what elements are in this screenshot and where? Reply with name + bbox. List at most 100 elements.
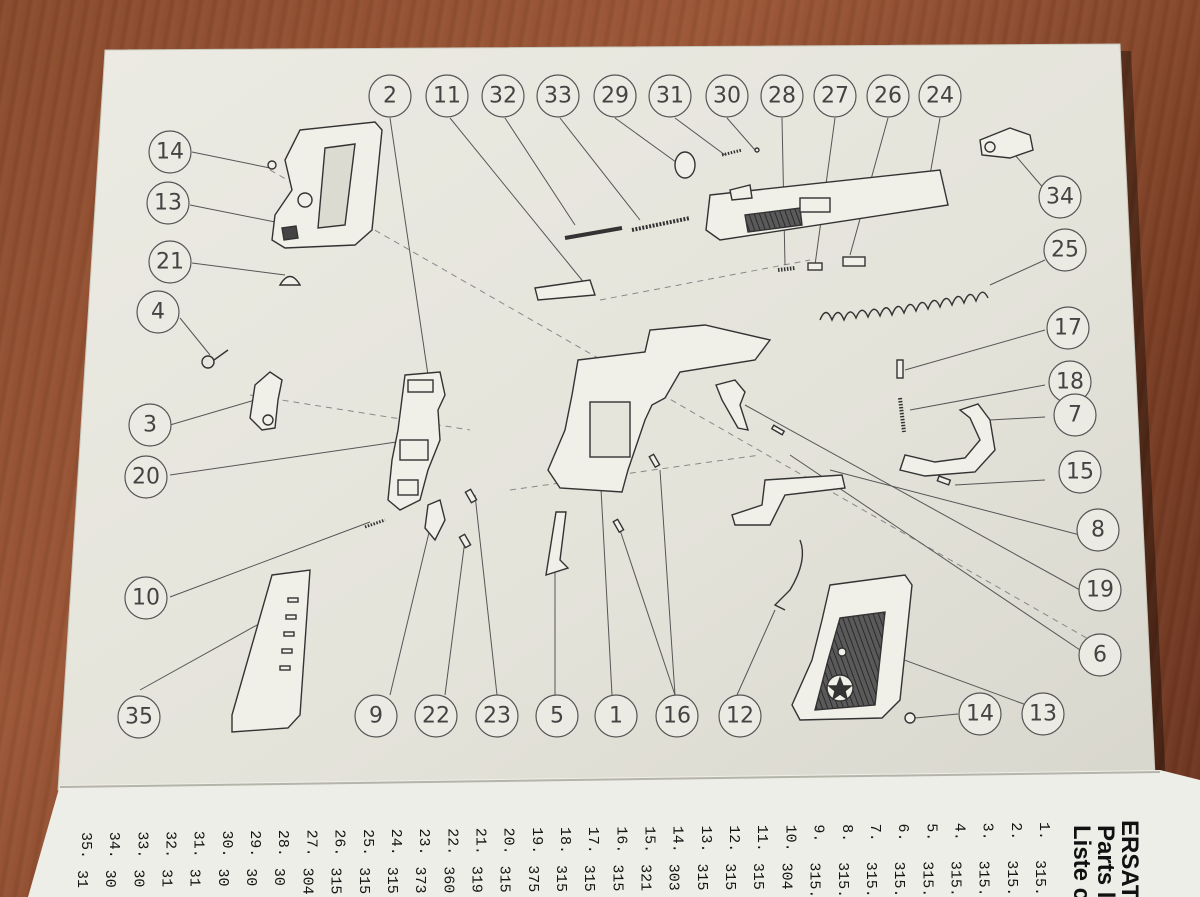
parts-list-code: 31: [73, 870, 90, 888]
callout-label: 20: [132, 465, 160, 490]
part-33-spring: [631, 216, 691, 232]
callout-label: 14: [156, 140, 184, 165]
callout-circle: [124, 455, 168, 499]
callout-circle: [535, 694, 579, 738]
callout-label: 4: [151, 300, 165, 325]
callout-circle: [148, 130, 192, 174]
parts-list-number: 17.: [584, 827, 601, 854]
parts-list-code: 315.: [806, 862, 823, 897]
callout-circle: [594, 694, 638, 738]
callout-label: 26: [874, 84, 902, 109]
part-4-spring: [201, 349, 229, 369]
parts-list-code: 315: [580, 865, 597, 892]
callout-label: 6: [1093, 643, 1107, 668]
callout-circle: [425, 74, 469, 118]
callout-label: 34: [1046, 185, 1074, 210]
callout-label: 19: [1086, 578, 1114, 603]
part-17-pin: [896, 359, 904, 379]
part-27-plunger: [807, 262, 823, 271]
parts-list-code: 315.: [834, 862, 851, 897]
part-26-block: [842, 256, 866, 267]
heading-line: ERSAT: [1116, 820, 1143, 897]
callout-circle: [705, 74, 749, 118]
parts-list-number: 28.: [274, 830, 291, 857]
callout-circle: [958, 692, 1002, 736]
callout-circle: [718, 694, 762, 738]
parts-list-number: 22.: [443, 828, 460, 855]
parts-list-number: 5.: [922, 823, 939, 841]
callout-circle: [481, 74, 525, 118]
parts-list-number: 20.: [500, 828, 517, 855]
callout-circle: [648, 74, 692, 118]
part-8-sear: [715, 379, 750, 431]
parts-list-code: 315: [383, 867, 400, 894]
part-32-pin: [564, 226, 623, 240]
callout-circle: [866, 74, 910, 118]
parts-list-number: 15.: [641, 826, 658, 853]
part-16-pins: [612, 453, 661, 534]
parts-list-code: 315: [552, 865, 569, 892]
heading-line: Liste c: [1068, 825, 1095, 897]
part-29-safety: [674, 151, 696, 179]
parts-list-code: 373: [411, 867, 428, 894]
parts-list-code: 30: [129, 869, 146, 887]
parts-list-number: 32.: [162, 831, 179, 858]
parts-list-number: 26.: [331, 829, 348, 856]
parts-list-number: 13.: [697, 826, 714, 853]
callout-circle: [1021, 692, 1065, 736]
parts-list-code: 315.: [947, 861, 964, 897]
parts-list-code: 315: [721, 863, 738, 890]
callout-label: 11: [433, 84, 461, 109]
callouts-left: [117, 130, 192, 739]
callout-circle: [1043, 228, 1087, 272]
callout-circle: [655, 694, 699, 738]
callout-circle: [368, 74, 412, 118]
callout-circle: [1046, 306, 1090, 350]
parts-list-code: 375: [524, 865, 541, 892]
callouts-right: [1021, 175, 1122, 736]
callout-label: 35: [125, 705, 153, 730]
parts-list-number: 3.: [979, 823, 996, 841]
parts-list-number: 7.: [866, 824, 883, 842]
callout-circle: [148, 240, 192, 284]
parts-list-number: 4.: [951, 823, 968, 841]
part-9-lever: [424, 499, 446, 542]
parts-list-number: 19.: [528, 827, 545, 854]
callout-label: 28: [768, 84, 796, 109]
parts-list-code: 319: [468, 866, 485, 893]
part-20-frame-insert: [387, 371, 446, 511]
parts-list-number: 8.: [838, 824, 855, 842]
parts-list-code: 315: [496, 866, 513, 893]
parts-list-number: 1.: [1035, 822, 1052, 840]
callout-circle: [414, 694, 458, 738]
callout-circle: [1078, 633, 1122, 677]
parts-list-code: 315: [749, 863, 766, 890]
part-22-pin: [458, 533, 472, 549]
parts-list-code: 31: [158, 869, 175, 887]
callout-circle: [593, 74, 637, 118]
grip-screw-top-left: [267, 160, 277, 170]
callout-label: 8: [1091, 518, 1105, 543]
parts-list-code: 315: [327, 867, 344, 894]
part-34-barrel-bushing: [979, 127, 1034, 159]
part-7-trigger-guard: [899, 403, 996, 477]
callout-circle: [918, 74, 962, 118]
callout-circle: [760, 74, 804, 118]
parts-list-code: 315.: [890, 862, 907, 897]
part-6-trigger: [731, 474, 846, 526]
parts-list-code: 360: [439, 866, 456, 893]
parts-list-number: 27.: [302, 830, 319, 857]
callout-label: 33: [544, 84, 572, 109]
callout-circle: [1078, 568, 1122, 612]
callout-circle: [813, 74, 857, 118]
parts-list-number: 18.: [556, 827, 573, 854]
part-5-disconnector: [545, 511, 570, 577]
callout-label: 13: [1029, 702, 1057, 727]
callout-circle: [1053, 393, 1097, 437]
parts-list-number: 10.: [781, 825, 798, 852]
callout-circle: [1038, 175, 1082, 219]
callout-label: 17: [1054, 316, 1082, 341]
callout-label: 7: [1068, 403, 1082, 428]
part-11-extractor: [534, 279, 596, 301]
parts-list-code: 30: [214, 869, 231, 887]
